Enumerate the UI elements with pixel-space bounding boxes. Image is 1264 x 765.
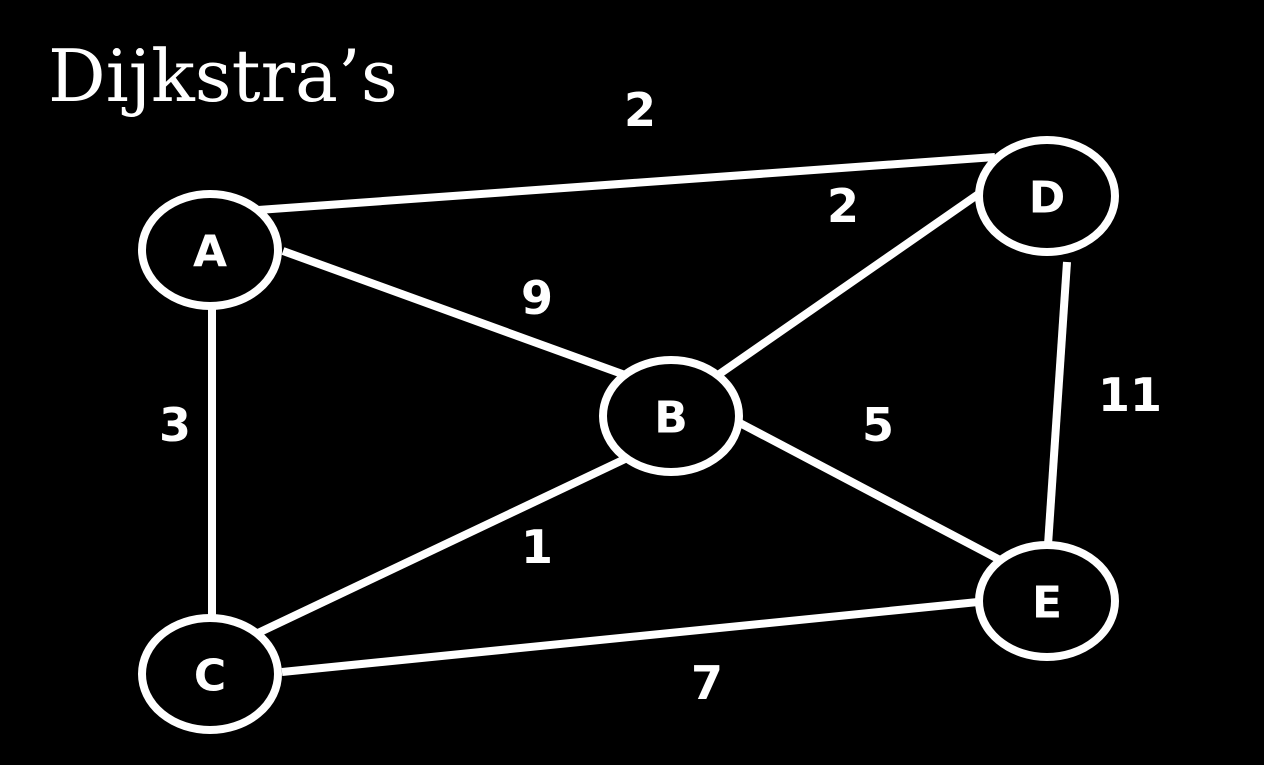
- diagram-title: Dijkstra’s: [48, 34, 398, 118]
- node-d: D: [975, 136, 1119, 256]
- node-c-label: C: [194, 651, 226, 702]
- node-b-circle: [599, 356, 743, 476]
- node-e: E: [975, 541, 1119, 661]
- node-d-label: D: [1029, 173, 1066, 224]
- node-a-label: A: [193, 227, 227, 278]
- edge-weight-b-c: 1: [521, 520, 553, 574]
- node-b: B: [599, 356, 743, 476]
- node-e-label: E: [1032, 578, 1062, 629]
- edge-c-e: [281, 598, 979, 676]
- edge-weight-b-d: 2: [827, 179, 859, 233]
- edge-weight-d-e: 11: [1098, 368, 1162, 422]
- node-c-circle: [138, 614, 282, 734]
- edge-weight-a-c: 3: [159, 398, 191, 452]
- edge-d-e: [1044, 261, 1071, 546]
- nodes-layer: A B C D E: [138, 136, 1119, 734]
- node-e-circle: [975, 541, 1119, 661]
- edge-a-b: [281, 247, 627, 379]
- edge-b-d: [715, 189, 983, 379]
- edge-weight-a-b: 9: [521, 271, 553, 325]
- weights-layer: 2 2 9 3 11 5 1 7: [159, 83, 1162, 710]
- node-a: A: [138, 190, 282, 310]
- edges-layer: [208, 153, 1071, 676]
- node-d-circle: [975, 136, 1119, 256]
- edge-weight-a-d: 2: [624, 83, 656, 137]
- node-c: C: [138, 614, 282, 734]
- edge-a-d: [257, 153, 996, 214]
- edge-b-c: [256, 455, 627, 637]
- node-b-label: B: [654, 393, 688, 444]
- node-a-circle: [138, 190, 282, 310]
- edge-b-e: [736, 418, 1002, 564]
- edge-weight-b-e: 5: [862, 398, 894, 452]
- edge-weight-c-e: 7: [691, 656, 723, 710]
